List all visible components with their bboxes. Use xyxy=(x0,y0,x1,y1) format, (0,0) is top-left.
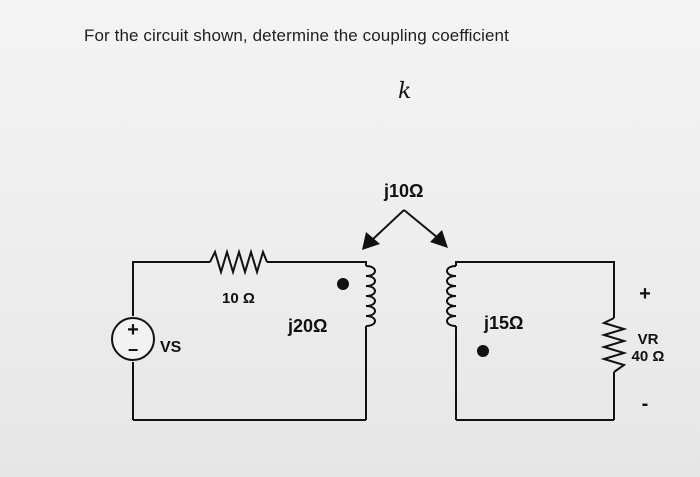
resistor-40-ohm xyxy=(600,317,628,373)
mutual-reactance-label: j10Ω xyxy=(383,181,423,201)
secondary-loop xyxy=(455,261,615,421)
source-minus-sign: − xyxy=(128,340,139,360)
voltage-source: + − xyxy=(111,317,155,361)
source-plus-sign: + xyxy=(127,319,139,341)
vr-minus-sign: - xyxy=(642,393,649,415)
primary-loop xyxy=(132,248,367,421)
primary-inductor-label: j20Ω xyxy=(287,316,327,336)
source-label: VS xyxy=(160,339,182,356)
resistor-10-ohm xyxy=(209,248,268,276)
vr-plus-sign: + xyxy=(639,283,651,305)
vr-resistance-label: 40 Ω xyxy=(632,348,665,365)
coupling-variable: k xyxy=(398,79,411,104)
vr-label: VR xyxy=(638,331,659,348)
secondary-inductor-label: j15Ω xyxy=(483,313,523,333)
question-text: For the circuit shown, determine the cou… xyxy=(84,26,509,45)
resistor-label: 10 Ω xyxy=(222,290,255,307)
coupling-arrows xyxy=(362,209,448,250)
primary-dot xyxy=(337,278,349,290)
secondary-dot xyxy=(477,345,489,357)
secondary-inductor xyxy=(446,265,489,357)
primary-inductor xyxy=(337,265,376,327)
